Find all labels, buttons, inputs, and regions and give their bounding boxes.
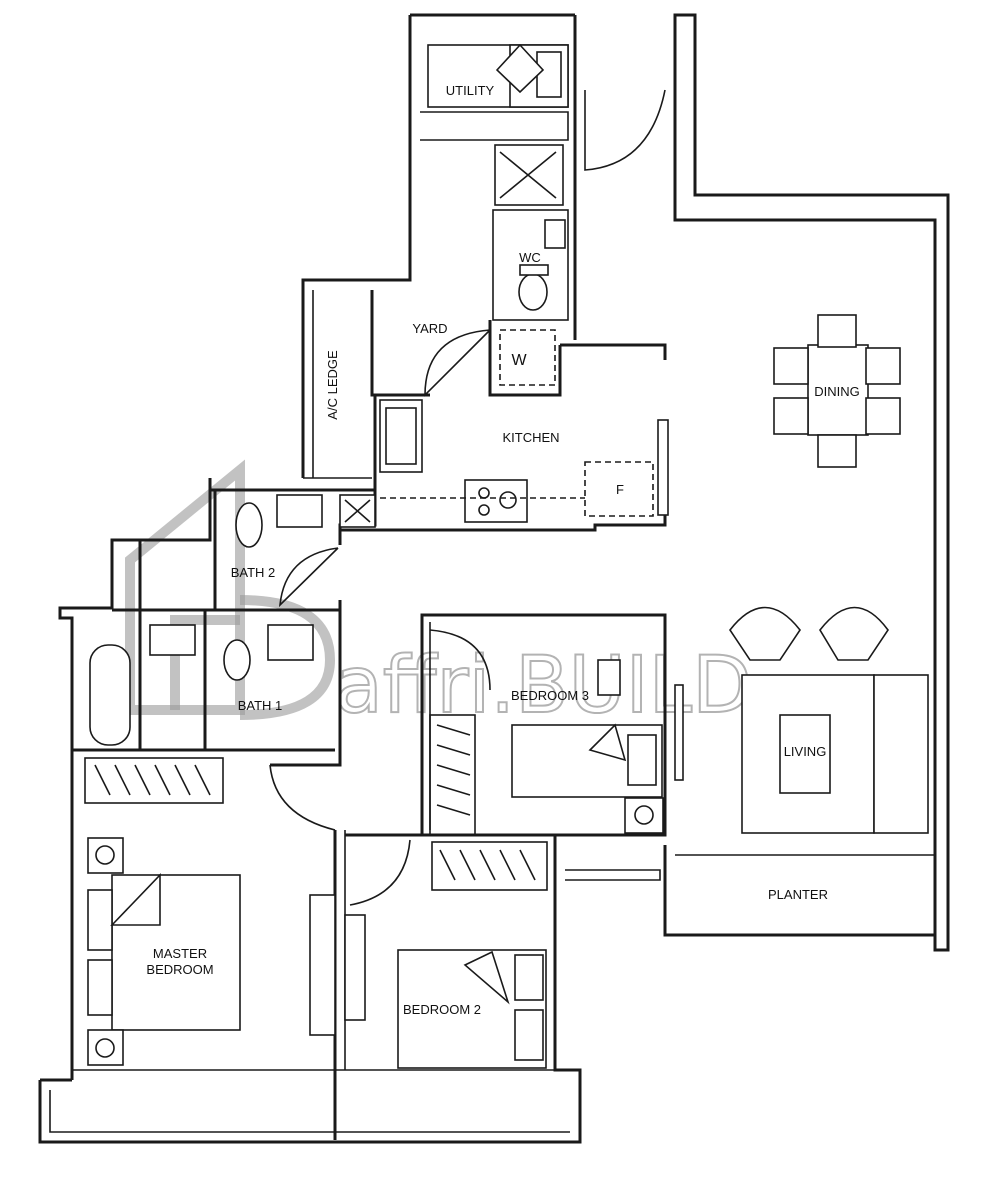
label-bedroom-3: BEDROOM 3 bbox=[511, 688, 589, 703]
label-bedroom-2: BEDROOM 2 bbox=[403, 1002, 481, 1017]
interior-walls bbox=[72, 44, 667, 1140]
label-utility: UTILITY bbox=[446, 83, 495, 98]
fridge-label: F bbox=[616, 482, 624, 497]
exterior-walls bbox=[38, 13, 950, 1144]
watermark-text: affri.BUILD bbox=[335, 641, 752, 731]
room-labels: UTILITY WC YARD A/C LEDGE KITCHEN DINING… bbox=[146, 83, 859, 1017]
label-bath-2: BATH 2 bbox=[231, 565, 276, 580]
label-master-line1: MASTER bbox=[153, 946, 207, 961]
washer-label: W bbox=[511, 352, 527, 369]
label-bath-1: BATH 1 bbox=[238, 698, 283, 713]
label-kitchen: KITCHEN bbox=[502, 430, 559, 445]
label-ac-ledge: A/C LEDGE bbox=[325, 350, 340, 420]
label-living: LIVING bbox=[784, 744, 827, 759]
label-yard: YARD bbox=[412, 321, 447, 336]
label-master-line2: BEDROOM bbox=[146, 962, 213, 977]
label-wc: WC bbox=[519, 250, 541, 265]
label-dining: DINING bbox=[814, 384, 860, 399]
fixtures: W F bbox=[87, 43, 929, 1069]
doors bbox=[269, 89, 666, 906]
label-planter: PLANTER bbox=[768, 887, 828, 902]
